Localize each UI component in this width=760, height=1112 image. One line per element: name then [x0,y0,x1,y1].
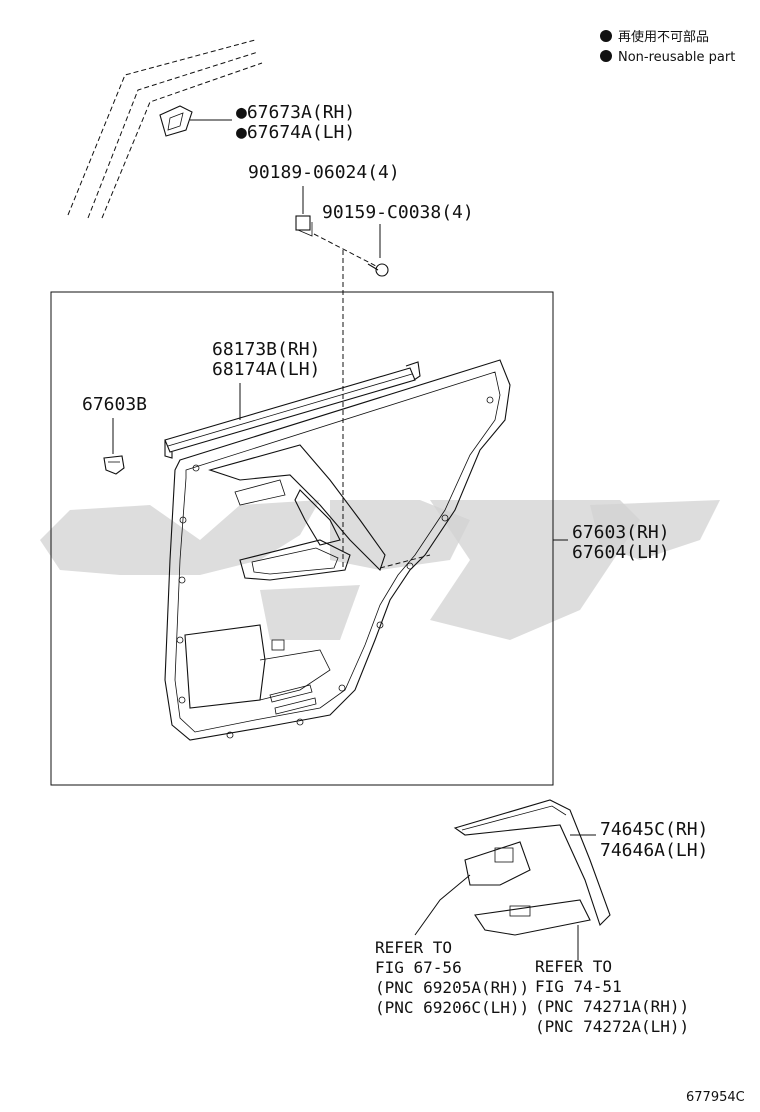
clip-part [295,215,313,237]
part-label-67604: 67604(LH) [572,542,670,563]
ref2-line-3: (PNC 74271A(RH)) [535,997,689,1016]
ref1-line-3: (PNC 69205A(RH)) [375,978,529,997]
ref1-line-2: FIG 67-56 [375,958,462,977]
part-label-74645c: 74645C(RH) [600,819,708,840]
watermark-logo [40,500,720,640]
door-frame [67,39,263,219]
legend-dot-icon [600,30,612,42]
part-label-68174a: 68174A(LH) [212,359,320,380]
ref2-line-2: FIG 74-51 [535,977,622,996]
part-label-90189: 90189-06024(4) [248,162,400,183]
part-label-67673a: ●67673A(RH) [236,102,355,123]
fastener-part [103,455,125,475]
part-label-67603b: 67603B [82,394,147,415]
legend: 再使用不可部品 Non-reusable part [600,29,735,65]
weatherstrip-part [164,361,421,459]
part-label-67674a: ●67674A(LH) [236,122,355,143]
ref1-line-4: (PNC 69206C(LH)) [375,998,529,1017]
legend-item-2: Non-reusable part [618,50,735,65]
reference-block-1: REFER TO FIG 67-56 (PNC 69205A(RH)) (PNC… [375,938,529,1017]
part-label-68173b: 68173B(RH) [212,339,320,360]
ref2-line-4: (PNC 74272A(LH)) [535,1017,689,1036]
screw-part [367,263,389,277]
part-label-74646a: 74646A(LH) [600,840,708,861]
reference-block-2: REFER TO FIG 74-51 (PNC 74271A(RH)) (PNC… [535,957,689,1036]
glass-run-clip [159,105,193,137]
trim-panel-box [50,291,554,786]
figure-id: 677954C [686,1090,745,1105]
ref2-line-1: REFER TO [535,957,612,976]
legend-item-1: 再使用不可部品 [618,29,709,45]
part-label-67603: 67603(RH) [572,522,670,543]
ref1-line-1: REFER TO [375,938,452,957]
legend-dot-icon [600,50,612,62]
garnish-part [453,799,611,936]
door-trim-panel [164,359,511,741]
part-label-90159: 90159-C0038(4) [322,202,474,223]
